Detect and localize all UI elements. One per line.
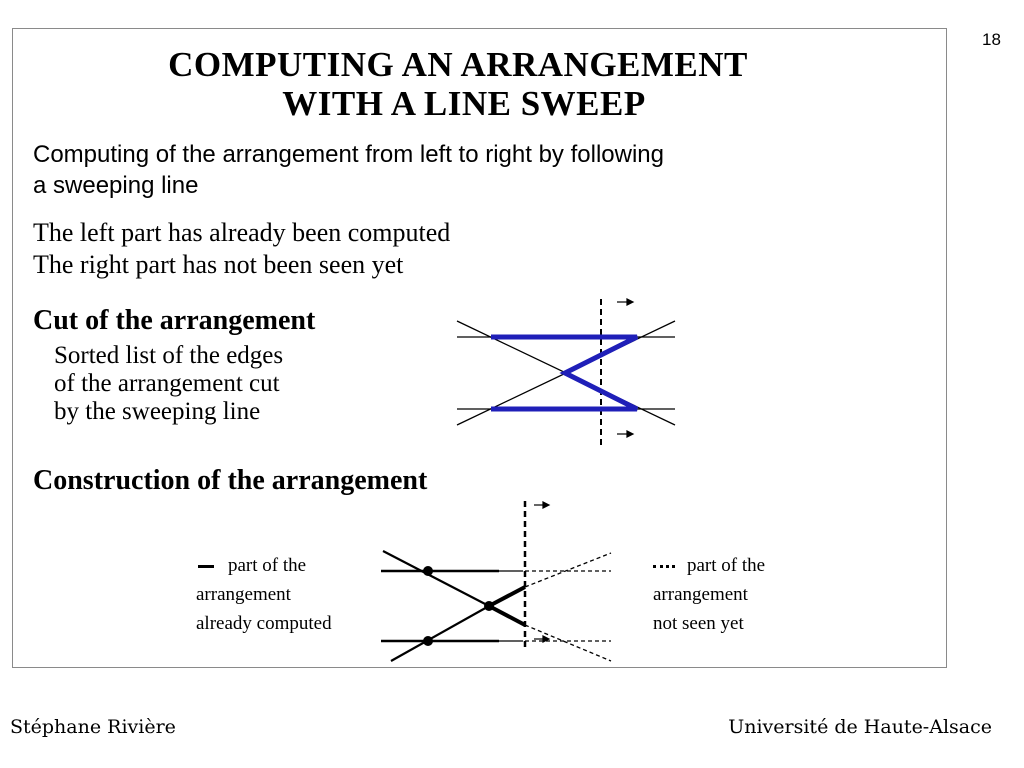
unseen-edges	[524, 552, 612, 662]
cut-heading: Cut of the arrangement	[33, 305, 316, 336]
slide-title-line1: COMPUTING AN ARRANGEMENT	[168, 45, 748, 84]
parts-text: The left part has already been computed …	[33, 217, 450, 281]
intro-line2: a sweeping line	[33, 172, 199, 199]
footer-author: Stéphane Rivière	[10, 716, 176, 738]
legend-unseen-line3: not seen yet	[653, 613, 744, 634]
cut-description: Sorted list of the edges of the arrangem…	[54, 342, 283, 426]
cut-edge-list	[491, 334, 639, 412]
slide-title-line2: WITH A LINE SWEEP	[282, 84, 646, 123]
intro-text: Computing of the arrangement from left t…	[33, 139, 664, 201]
cut-line2: of the arrangement cut	[54, 370, 280, 397]
construction-arrow-top	[534, 501, 551, 509]
legend-unseen-line1: part of the	[687, 555, 766, 576]
construction-heading: Construction of the arrangement	[33, 465, 428, 496]
legend-computed-line2: arrangement	[196, 584, 291, 605]
slide-title: COMPUTING AN ARRANGEMENT WITH A LINE SWE…	[13, 45, 903, 123]
legend-unseen: part of the arrangement not seen yet	[653, 551, 765, 638]
slide: COMPUTING AN ARRANGEMENT WITH A LINE SWE…	[12, 28, 947, 668]
legend-computed-line1: part of the	[228, 555, 307, 576]
sweep-direction-arrow-bottom	[617, 430, 635, 438]
page-number: 18	[982, 30, 1001, 49]
solid-line-legend-icon	[198, 565, 214, 569]
legend-computed: part of the arrangement already computed	[196, 551, 332, 638]
vertex-points	[423, 566, 494, 646]
intro-line1: Computing of the arrangement from left t…	[33, 141, 664, 168]
computed-edges	[381, 550, 526, 662]
legend-unseen-line2: arrangement	[653, 584, 748, 605]
parts-line1: The left part has already been computed	[33, 218, 451, 247]
cut-line3: by the sweeping line	[54, 398, 261, 425]
dashed-line-legend-icon	[653, 565, 675, 569]
parts-line2: The right part has not been seen yet	[33, 250, 404, 279]
construction-diagram	[381, 501, 612, 662]
cut-line1: Sorted list of the edges	[54, 342, 284, 369]
footer-institution: Université de Haute-Alsace	[728, 716, 992, 738]
legend-computed-line3: already computed	[196, 613, 332, 634]
sweep-direction-arrow-top	[617, 298, 635, 306]
cut-diagram	[456, 298, 676, 447]
